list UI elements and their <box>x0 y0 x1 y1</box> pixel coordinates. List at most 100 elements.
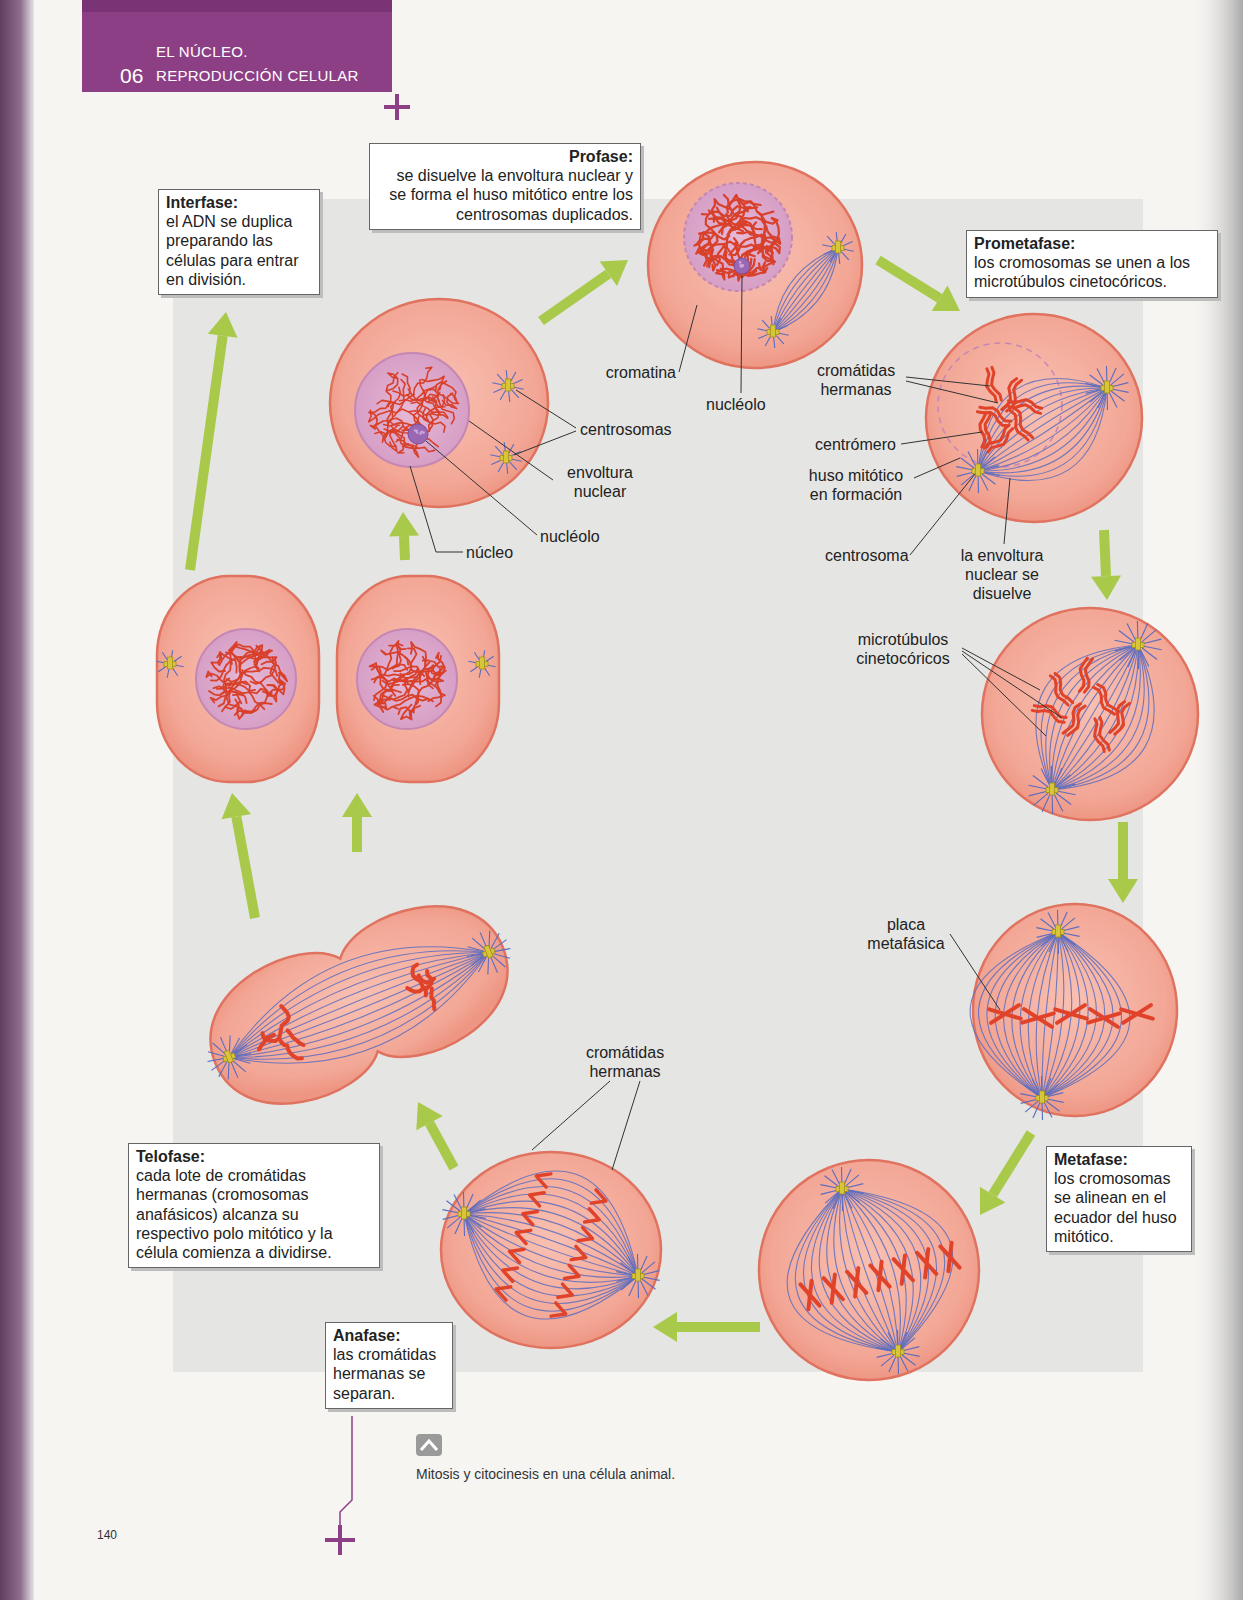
chromosome <box>420 971 434 988</box>
aster-ray <box>621 1279 634 1290</box>
spindle-fiber <box>842 1189 945 1352</box>
chromatid <box>1022 1009 1054 1027</box>
part-label: placa metafásica <box>860 915 952 953</box>
spindle-fiber <box>803 1189 898 1352</box>
aster-ray <box>776 318 781 328</box>
anaphase-chromatid <box>527 1188 544 1206</box>
chromosome <box>277 1005 290 1024</box>
aster-ray <box>158 667 166 672</box>
plus-mark <box>325 1525 355 1555</box>
anaphase-chromatid <box>494 1283 511 1301</box>
aster-ray <box>474 652 479 660</box>
leader-line <box>910 474 975 555</box>
aster-ray <box>215 1062 231 1077</box>
aster-ray <box>174 656 182 661</box>
chromatin <box>409 411 448 419</box>
chromatid <box>591 1190 608 1208</box>
cycle-arrow <box>878 260 940 298</box>
chromatin <box>242 670 273 696</box>
aster-ray <box>500 390 505 400</box>
aster-ray <box>1029 785 1048 789</box>
nucleolus-dot <box>741 265 744 268</box>
aster-ray <box>1047 1099 1064 1102</box>
aster-ray <box>479 669 481 678</box>
spindle-fiber <box>819 1189 898 1352</box>
aster-ray <box>1063 933 1080 936</box>
aster-ray <box>844 1194 852 1209</box>
cell-membrane <box>157 576 319 782</box>
stage-box: Interfase:el ADN se duplica preparando l… <box>158 189 320 295</box>
cycle-arrow <box>430 1123 455 1168</box>
nucleolus-dot <box>741 265 744 268</box>
aster-ray <box>827 236 834 244</box>
chapter-title: EL NÚCLEO. <box>156 43 248 61</box>
nucleus <box>355 353 469 467</box>
spindle-fiber <box>1036 645 1138 790</box>
cycle-arrow <box>352 817 362 852</box>
centrosome <box>771 325 776 337</box>
cycle-arrow <box>677 1322 760 1332</box>
aster-ray <box>173 668 178 676</box>
aster-ray <box>1057 910 1059 927</box>
cell-membrane <box>973 904 1177 1116</box>
anaphase-chromatid <box>585 1209 602 1227</box>
aster-ray <box>490 455 501 457</box>
aster-ray <box>220 1037 227 1053</box>
chromatin <box>377 395 414 405</box>
chromosome <box>989 1005 1021 1023</box>
aster-ray <box>224 1035 236 1052</box>
aster-ray <box>902 1338 915 1349</box>
cell-membrane <box>337 576 499 782</box>
cycle-arrow-head <box>222 793 252 819</box>
aster-ray <box>765 336 770 346</box>
aster-ray <box>903 1353 920 1356</box>
spindle-fiber <box>787 1189 898 1352</box>
part-label: cromatina <box>598 363 676 382</box>
chromatid <box>507 1245 524 1263</box>
aster-ray <box>1046 1084 1059 1095</box>
aster-ray <box>881 1355 894 1366</box>
spindle-fiber <box>229 953 490 1062</box>
cell-membrane <box>330 299 548 507</box>
leader-line <box>516 390 576 428</box>
stage-box: Metafase:los cromosomas se alinean en el… <box>1046 1146 1192 1252</box>
part-label: envoltura nuclear <box>554 463 646 501</box>
aster-ray <box>847 1184 864 1188</box>
aster-ray <box>507 463 508 474</box>
aster-ray <box>487 933 503 948</box>
aster-ray <box>1058 937 1060 954</box>
aster-ray <box>1062 918 1075 929</box>
spindle-fiber <box>464 1194 638 1276</box>
leader-line <box>962 654 1046 736</box>
nucleolus <box>408 424 428 444</box>
leader-line <box>410 466 463 552</box>
spindle-fiber <box>827 1189 898 1352</box>
aster-ray <box>1057 784 1076 789</box>
cycle-arrow-head <box>600 260 628 286</box>
aster-ray <box>466 1219 474 1234</box>
anaphase-chromatid <box>571 1246 588 1264</box>
leader-line <box>469 421 553 480</box>
spindle-fiber <box>464 1214 638 1282</box>
plus-mark <box>384 94 410 120</box>
aster-ray <box>1127 624 1136 641</box>
cycle-arrow <box>993 1133 1031 1195</box>
leader-line <box>679 305 697 372</box>
chromatid <box>494 1283 511 1301</box>
chromosome <box>1088 1009 1120 1027</box>
leader-line <box>1004 478 1010 544</box>
stage-title: Anafase: <box>333 1326 445 1345</box>
chromatid <box>987 369 997 402</box>
aster-ray <box>640 1281 648 1296</box>
aster-ray <box>843 249 854 251</box>
chromatin <box>438 392 455 424</box>
chromosome <box>427 988 440 1009</box>
chromatin <box>391 426 404 453</box>
caption-icon-chevron <box>421 1441 437 1450</box>
cell-membrane <box>648 162 862 368</box>
chromatid <box>1093 687 1114 714</box>
telophase-cell <box>182 878 535 1132</box>
part-label: microtúbulos cinetocóricos <box>846 630 960 668</box>
aster-ray <box>231 1062 238 1078</box>
